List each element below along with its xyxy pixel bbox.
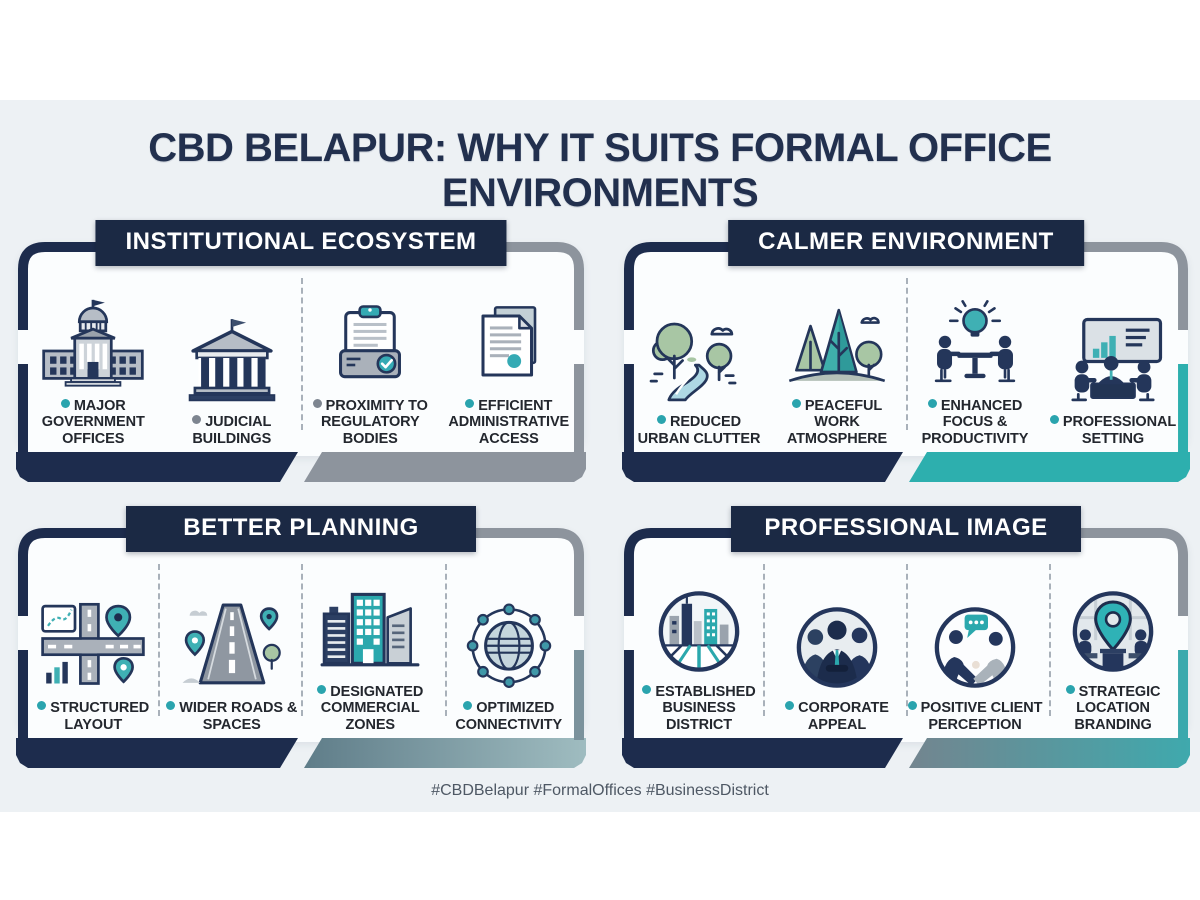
feature-item: CORPORATE APPEAL: [768, 538, 906, 734]
feature-item: PROFESSIONAL SETTING: [1044, 252, 1182, 448]
bullet-icon: [642, 684, 652, 694]
bullet-icon: [463, 701, 473, 711]
panel-header: CALMER ENVIRONMENT: [728, 220, 1084, 266]
dashed-divider: [301, 278, 303, 430]
city-grid-map-icon: [39, 579, 147, 695]
feature-label: PEACEFUL WORK ATMOSPHERE: [786, 397, 888, 448]
panel-accent-bar: [16, 452, 586, 482]
feature-label: OPTIMIZED CONNECTIVITY: [455, 700, 563, 734]
dashed-divider: [906, 278, 908, 430]
feature-label: EFFICIENT ADMINISTRATIVE ACCESS: [448, 397, 570, 448]
judicial-building-icon: [179, 293, 285, 409]
feature-item: PEACEFUL WORK ATMOSPHERE: [768, 252, 906, 448]
panel-institutional-ecosystem: INSTITUTIONAL ECOSYSTEM: [14, 220, 588, 482]
wide-road-icon: [179, 579, 285, 695]
feature-item: POSITIVE CLIENT PERCEPTION: [906, 538, 1044, 734]
government-capitol-icon: [38, 277, 148, 393]
feature-label: REDUCED URBAN CLUTTER: [637, 414, 761, 448]
feature-item: REDUCED URBAN CLUTTER: [630, 252, 768, 448]
regulatory-clipboard-icon: [318, 277, 422, 393]
location-pin-meeting-icon: [1061, 563, 1165, 679]
bullet-icon: [317, 684, 327, 694]
panel-accent-bar: [622, 738, 1190, 768]
globe-network-icon: [457, 579, 561, 695]
bullet-icon: [656, 415, 666, 425]
panel-professional-image: PROFESSIONAL IMAGE: [620, 506, 1192, 768]
feature-item: STRUCTURED LAYOUT: [24, 538, 163, 734]
bullet-icon: [192, 415, 202, 425]
feature-label: PROXIMITY TO REGULATORY BODIES: [301, 398, 440, 448]
page-title: CBD BELAPUR: WHY IT SUITS FORMAL OFFICE …: [148, 126, 1052, 215]
feature-item: DESIGNATED COMMERCIAL ZONES: [301, 538, 440, 734]
panel-better-planning: BETTER PLANNING: [14, 506, 588, 768]
bullet-icon: [166, 701, 176, 711]
bullet-icon: [37, 701, 47, 711]
feature-label: POSITIVE CLIENT PERCEPTION: [906, 700, 1044, 734]
feature-item: ESTABLISHED BUSINESS DISTRICT: [630, 538, 768, 734]
panel-header: PROFESSIONAL IMAGE: [731, 506, 1081, 552]
feature-item: EFFICIENT ADMINISTRATIVE ACCESS: [440, 252, 579, 448]
feature-label: DESIGNATED COMMERCIAL ZONES: [301, 684, 440, 734]
panel-header: BETTER PLANNING: [126, 506, 476, 552]
dashed-divider: [157, 564, 160, 716]
panel-accent-bar: [16, 738, 586, 768]
bullet-icon: [791, 398, 801, 408]
corporate-team-icon: [785, 579, 889, 695]
bullet-icon: [465, 398, 475, 408]
feature-label: ESTABLISHED BUSINESS DISTRICT: [630, 684, 768, 734]
feature-item: WIDER ROADS & SPACES: [163, 538, 302, 734]
dashed-divider: [1049, 564, 1051, 716]
feature-label: WIDER ROADS & SPACES: [163, 700, 302, 734]
business-district-icon: [647, 563, 751, 679]
dashed-divider: [301, 564, 303, 716]
feature-label: PROFESSIONAL SETTING: [1044, 414, 1182, 448]
dashed-divider: [763, 564, 765, 716]
feature-item: PROXIMITY TO REGULATORY BODIES: [301, 252, 440, 448]
feature-item: ENHANCED FOCUS & PRODUCTIVITY: [906, 252, 1044, 448]
panel-accent-bar: [622, 452, 1190, 482]
feature-item: MAJOR GOVERNMENT OFFICES: [24, 252, 163, 448]
bullet-icon: [927, 398, 937, 408]
feature-label: CORPORATE APPEAL: [768, 700, 906, 734]
feature-item: STRATEGIC LOCATION BRANDING: [1044, 538, 1182, 734]
feature-label: ENHANCED FOCUS & PRODUCTIVITY: [921, 397, 1029, 448]
bullet-icon: [1065, 684, 1075, 694]
administrative-documents-icon: [457, 277, 561, 393]
presentation-meeting-icon: [1058, 293, 1168, 409]
pine-trees-icon: [784, 277, 890, 393]
feature-label: MAJOR GOVERNMENT OFFICES: [41, 397, 145, 448]
bullet-icon: [907, 701, 917, 711]
feature-label: STRATEGIC LOCATION BRANDING: [1044, 684, 1182, 734]
bullet-icon: [312, 398, 322, 408]
client-handshake-icon: [923, 579, 1027, 695]
panel-header: INSTITUTIONAL ECOSYSTEM: [95, 220, 507, 266]
feature-item: OPTIMIZED CONNECTIVITY: [440, 538, 579, 734]
hashtags: #CBDBelapur #FormalOffices #BusinessDist…: [431, 782, 769, 799]
dashed-divider: [906, 564, 908, 716]
feature-label: STRUCTURED LAYOUT: [24, 700, 163, 734]
bullet-icon: [785, 701, 795, 711]
feature-label: JUDICIAL BUILDINGS: [192, 414, 272, 448]
bullet-icon: [60, 398, 70, 408]
park-river-icon: [644, 293, 754, 409]
panel-calmer-environment: CALMER ENVIRONMENT: [620, 220, 1192, 482]
dashed-divider: [444, 564, 447, 716]
feature-item: JUDICIAL BUILDINGS: [163, 252, 302, 448]
commercial-buildings-icon: [317, 563, 423, 679]
content-area: CBD BELAPUR: WHY IT SUITS FORMAL OFFICE …: [0, 100, 1200, 812]
bullet-icon: [1049, 415, 1059, 425]
idea-meeting-icon: [922, 277, 1028, 393]
